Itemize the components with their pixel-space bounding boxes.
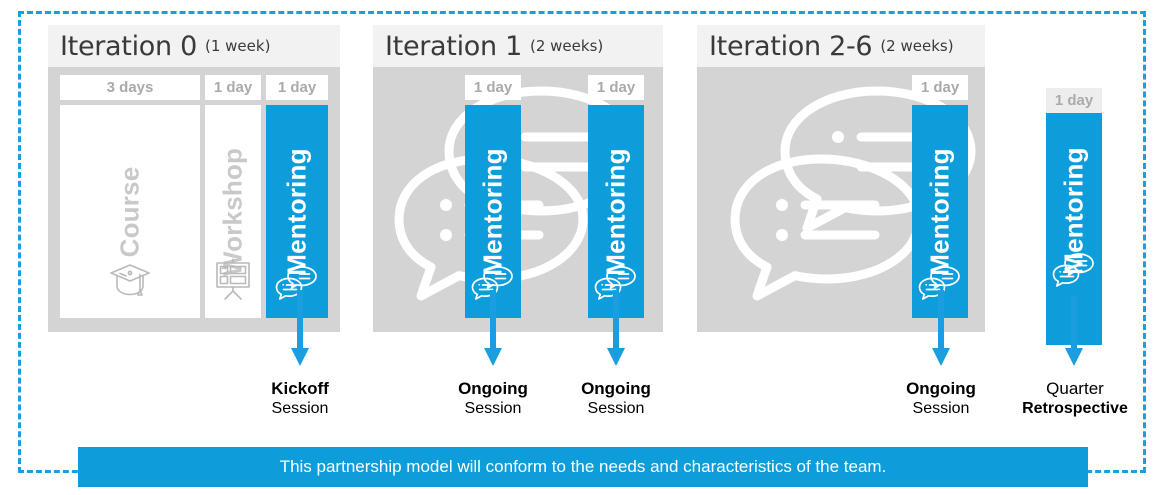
callout-ongoing-session-2: Ongoing Session (581, 378, 651, 419)
panel-duration: (1 week) (205, 37, 271, 55)
graduation-cap-icon (107, 259, 153, 306)
panel-title: Iteration 1 (385, 30, 522, 62)
duration-chip-workshop: 1 day (205, 75, 261, 100)
column-workshop[interactable]: Workshop (205, 105, 261, 318)
column-label: Mentoring (600, 147, 631, 276)
arrow-ongoing-2 (605, 290, 627, 375)
speech-bubbles-icon (918, 265, 962, 306)
column-mentoring[interactable]: Mentoring (912, 105, 968, 318)
column-label: Course (114, 166, 145, 257)
duration-chip-mentoring: 1 day (465, 75, 521, 100)
callout-subtitle: Retrospective (1022, 400, 1128, 417)
column-course[interactable]: Course (60, 105, 200, 318)
callout-title: Kickoff (271, 379, 329, 398)
panel-duration: (2 weeks) (530, 37, 604, 55)
arrow-ongoing-3 (930, 290, 952, 375)
column-mentoring[interactable]: Mentoring (465, 105, 521, 318)
arrow-kickoff (289, 290, 311, 375)
panel-title: Iteration 2-6 (709, 30, 873, 62)
panel-body: 3 days 1 day 1 day Course (48, 67, 340, 332)
callout-quarter-retrospective: Quarter Retrospective (1022, 378, 1128, 419)
panel-header: Iteration 1 (2 weeks) (373, 25, 663, 67)
arrow-retrospective (1063, 296, 1085, 375)
partnership-banner: This partnership model will conform to t… (78, 447, 1088, 487)
callout-ongoing-session-1: Ongoing Session (458, 378, 528, 419)
callout-title: Ongoing (906, 379, 976, 398)
callout-subtitle: Session (587, 400, 645, 417)
callout-title: Ongoing (581, 379, 651, 398)
duration-chip-mentoring: 1 day (266, 75, 328, 100)
column-label: Mentoring (281, 147, 312, 276)
callout-kickoff-session: Kickoff Session (271, 378, 329, 419)
speech-bubbles-icon (1052, 252, 1096, 293)
panel-iteration-0: Iteration 0 (1 week) 3 days 1 day 1 day … (48, 25, 340, 332)
duration-chip-mentoring: 1 day (912, 75, 968, 100)
column-mentoring[interactable]: Mentoring (588, 105, 644, 318)
panel-header: Iteration 2-6 (2 weeks) (697, 25, 985, 67)
arrow-ongoing-1 (482, 290, 504, 375)
easel-board-icon (212, 257, 254, 306)
column-label: Mentoring (924, 147, 955, 276)
panel-header: Iteration 0 (1 week) (48, 25, 340, 67)
duration-chip-mentoring: 1 day (588, 75, 644, 100)
duration-chip-course: 3 days (60, 75, 200, 100)
speech-bubbles-icon (594, 265, 638, 306)
panel-iteration-2-6: Iteration 2-6 (2 weeks) 1 day Mentoring (697, 25, 985, 332)
callout-title: Ongoing (458, 379, 528, 398)
callout-ongoing-session-3: Ongoing Session (906, 378, 976, 419)
speech-bubbles-icon (275, 265, 319, 306)
panel-title: Iteration 0 (60, 30, 197, 62)
panel-duration: (2 weeks) (880, 37, 954, 55)
duration-chip-mentoring-standalone: 1 day (1046, 88, 1102, 113)
panel-iteration-1: Iteration 1 (2 weeks) 1 day 1 day Ment (373, 25, 663, 332)
callout-title: Quarter (1046, 379, 1104, 398)
panel-body: 1 day 1 day Mentoring Mentoring (373, 67, 663, 332)
column-label: Mentoring (477, 147, 508, 276)
callout-subtitle: Session (464, 400, 522, 417)
callout-subtitle: Session (912, 400, 970, 417)
column-mentoring[interactable]: Mentoring (266, 105, 328, 318)
callout-subtitle: Session (271, 400, 329, 417)
banner-text: This partnership model will conform to t… (279, 457, 887, 476)
